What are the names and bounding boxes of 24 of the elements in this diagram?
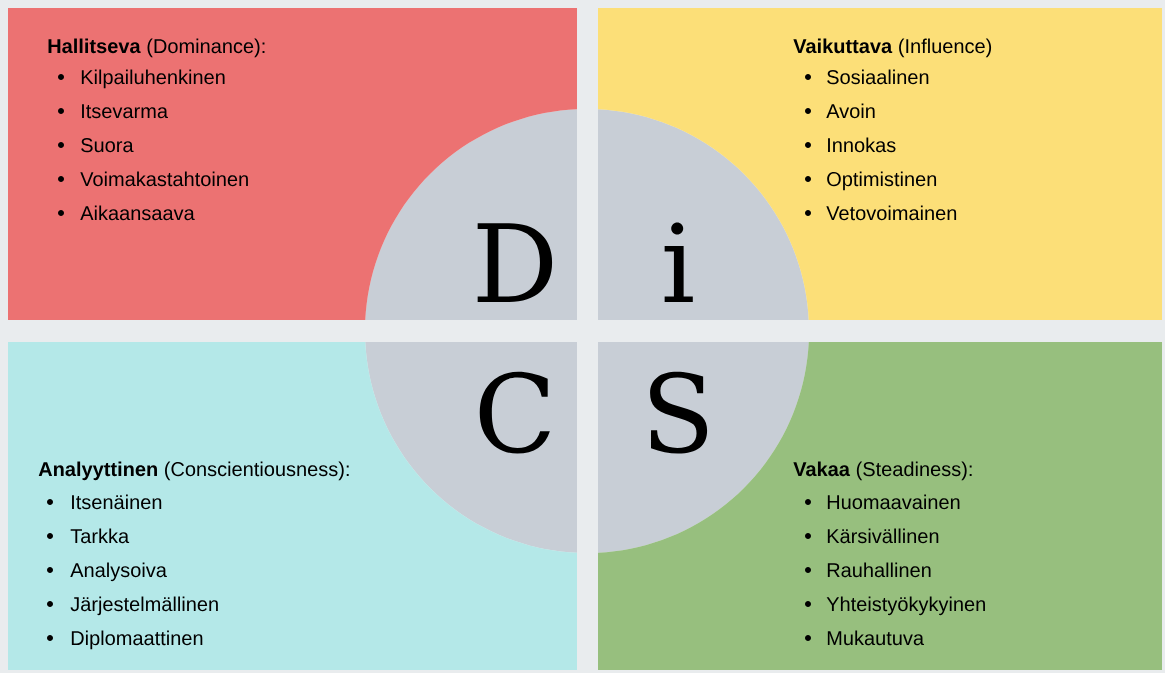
list-item: Aikaansaava <box>58 205 195 221</box>
list-item: Suora <box>58 138 134 153</box>
list-item: Mukautuva <box>805 630 925 646</box>
list-item: Tarkka <box>47 528 130 544</box>
list-item: Itsenäinen <box>47 494 162 510</box>
list-item: Järjestelmällinen <box>47 596 218 616</box>
list-heading: Hallitseva (Dominance): <box>48 38 265 58</box>
quadrant-box <box>8 342 577 670</box>
list-item: Kilpailuhenkinen <box>58 69 225 89</box>
list-heading: Vaikuttava (Influence) <box>793 38 992 58</box>
quadrant-box <box>598 8 1162 320</box>
list-item: Analysoiva <box>47 562 167 582</box>
list-item: Itsevarma <box>58 104 168 119</box>
quadrant-box <box>598 342 1162 670</box>
list-item: Rauhallinen <box>805 562 931 578</box>
list-item: Yhteistyökykyinen <box>805 596 985 616</box>
list-item: Sosiaalinen <box>805 69 929 85</box>
letter-quarter: C <box>365 342 577 553</box>
letter-quarter: i <box>598 109 809 320</box>
list-item: Diplomaattinen <box>47 630 203 650</box>
letter-quarter: D <box>365 109 577 320</box>
list-item: Voimakastahtoinen <box>58 171 248 187</box>
list-heading: Analyyttinen (Conscientiousness): <box>38 461 349 481</box>
quadrant-box <box>8 8 577 320</box>
